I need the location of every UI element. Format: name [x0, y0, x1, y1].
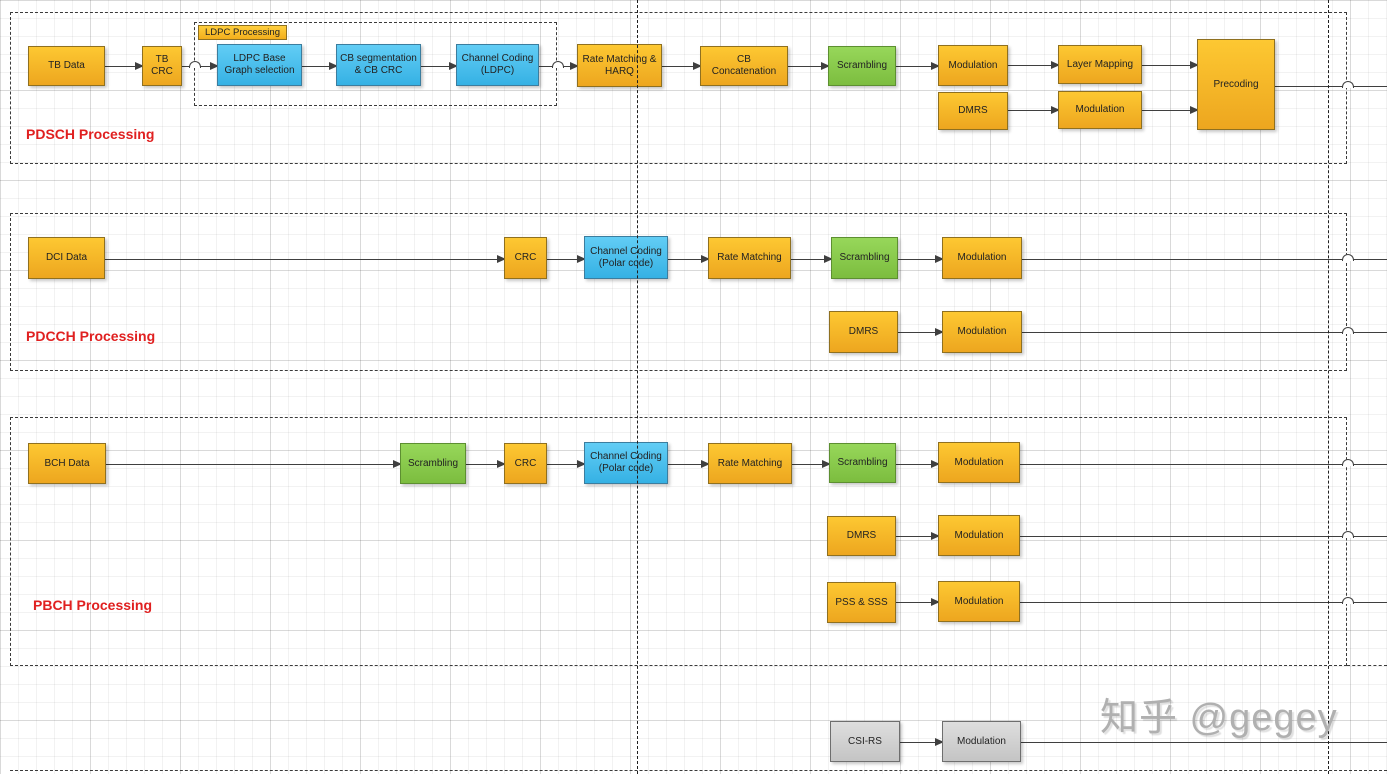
connector-csi-out [1021, 742, 1387, 743]
connector-pdcch-dmrs-out [1022, 332, 1387, 333]
connector-precoding-out [1275, 86, 1387, 87]
pdsch-node-modulation: Modulation [938, 45, 1008, 86]
connector-layermap-precoding [1142, 60, 1199, 69]
ldpc-group-label: LDPC Processing [198, 25, 287, 40]
pdsch-node-ldpc-base-graph: LDPC Base Graph selection [217, 44, 302, 86]
connector-crc-chcod [547, 254, 586, 263]
connector-psssss-modulation [896, 597, 940, 606]
pbch-node-dmrs: DMRS [827, 516, 896, 556]
connector-chcod-ratematch2 [668, 254, 710, 263]
pdsch-section-boundary [10, 12, 1347, 164]
connector-scrambling-crc [466, 459, 506, 468]
connector-dmrs-modulation2 [1008, 105, 1060, 114]
pdcch-node-crc: CRC [504, 237, 547, 279]
pbch-node-crc: CRC [504, 443, 547, 484]
pdcch-node-dmrs-modulation: Modulation [942, 311, 1022, 353]
pdsch-node-tb-crc: TB CRC [142, 46, 182, 86]
pbch-node-bch-data: BCH Data [28, 443, 106, 484]
page-break-line-vertical-2 [1328, 0, 1329, 774]
connector-dmrs-modulation4 [896, 531, 940, 540]
pbch-boundary-extension [1347, 665, 1387, 666]
line-hop [1342, 531, 1354, 538]
pdsch-node-cb-concatenation: CB Concatenation [700, 46, 788, 86]
pdcch-node-rate-matching: Rate Matching [708, 237, 791, 279]
watermark-text: 知乎 @gegey [1100, 697, 1338, 739]
connector-scrambling-modulation2 [898, 254, 944, 263]
line-hop [1342, 254, 1354, 261]
connector-scrambling-modulation3 [896, 459, 940, 468]
pdcch-node-dmrs: DMRS [829, 311, 898, 353]
pbch-section-label: PBCH Processing [33, 597, 153, 613]
connector-pbch-out [1020, 464, 1387, 465]
pdcch-node-channel-coding: Channel Coding (Polar code) [584, 236, 668, 279]
pbch-section-boundary [10, 417, 1347, 666]
connector-csirs-modulation [900, 737, 944, 746]
pdsch-node-cb-segmentation: CB segmentation & CB CRC [336, 44, 421, 86]
pdsch-node-scrambling: Scrambling [828, 46, 896, 86]
connector-scrambling-modulation [896, 61, 940, 70]
connector-ratematch-scrambling2 [791, 254, 833, 263]
connector-dmrs-modulation3 [898, 327, 944, 336]
connector-bchdata-scrambling [106, 459, 402, 468]
pbch-node-channel-coding: Channel Coding (Polar code) [584, 442, 668, 484]
pdsch-node-layer-mapping: Layer Mapping [1058, 45, 1142, 84]
pdsch-node-tb-data: TB Data [28, 46, 105, 86]
connector-dcidata-crc [105, 254, 506, 263]
connector-cbconcat-scrambling [788, 61, 830, 70]
page-break-line-vertical-1 [637, 0, 638, 774]
line-hop [552, 61, 564, 68]
pdcch-section-label: PDCCH Processing [26, 328, 156, 344]
pbch-node-dmrs-modulation: Modulation [938, 515, 1020, 556]
connector-pdcch-out [1022, 259, 1387, 260]
connector-crc-chcod3 [547, 459, 586, 468]
connector-modulation2-precoding [1142, 105, 1199, 114]
pdcch-node-dci-data: DCI Data [28, 237, 105, 279]
csi-section-boundary [10, 770, 1387, 771]
line-hop [1342, 327, 1354, 334]
connector-ldpcbase-cbseg [302, 61, 338, 70]
pbch-node-pss-modulation: Modulation [938, 581, 1020, 622]
csi-node-modulation: Modulation [942, 721, 1021, 762]
pbch-node-scrambling-payload: Scrambling [400, 443, 466, 484]
line-hop [1342, 81, 1354, 88]
pdsch-node-dmrs: DMRS [938, 92, 1008, 130]
pbch-node-pss-sss: PSS & SSS [827, 582, 896, 623]
connector-modulation-layermap [1008, 60, 1060, 69]
connector-pbch-dmrs-out [1020, 536, 1387, 537]
pdsch-node-precoding: Precoding [1197, 39, 1275, 130]
connector-chcod-ratematch3 [668, 459, 710, 468]
connector-pbch-pss-out [1020, 602, 1387, 603]
pdsch-node-dmrs-modulation: Modulation [1058, 91, 1142, 129]
line-hop [1342, 597, 1354, 604]
pdcch-node-modulation: Modulation [942, 237, 1022, 279]
pbch-node-rate-matching: Rate Matching [708, 443, 792, 484]
pdcch-section-boundary [10, 213, 1347, 371]
pdsch-node-channel-coding: Channel Coding (LDPC) [456, 44, 539, 86]
pbch-node-modulation: Modulation [938, 442, 1020, 483]
connector-ratematch-cbconcat [662, 61, 702, 70]
connector-ratematch-scrambling3 [792, 459, 831, 468]
line-hop [1342, 459, 1354, 466]
pdsch-node-rate-matching: Rate Matching & HARQ [577, 44, 662, 87]
csi-node-csi-rs: CSI-RS [830, 721, 900, 762]
pbch-node-scrambling: Scrambling [829, 443, 896, 483]
connector-tbdata-tbcrc [105, 61, 144, 70]
connector-cbseg-chcod [421, 61, 458, 70]
pdsch-section-label: PDSCH Processing [26, 126, 155, 142]
pdcch-node-scrambling: Scrambling [831, 237, 898, 279]
line-hop [189, 61, 201, 68]
